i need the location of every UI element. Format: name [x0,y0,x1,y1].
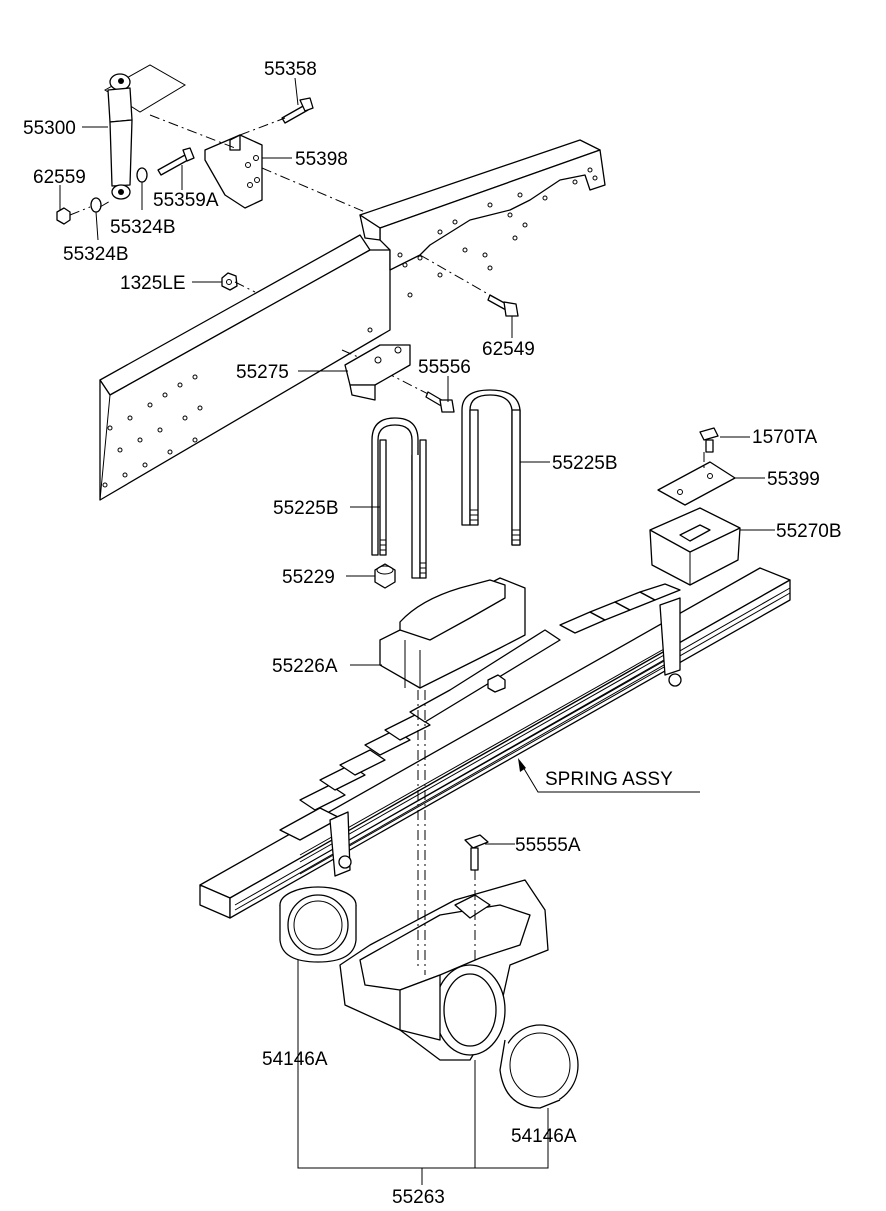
leader-lines [59,77,775,1185]
bushing-54146A-right [499,1024,579,1109]
nut-1325LE [221,272,238,291]
label-55225B-right: 55225B [552,453,618,474]
bolt-62549 [487,294,519,317]
bolt-55358 [281,97,314,124]
label-55324B-upper: 55324B [110,217,176,238]
nut-55229 [374,563,396,589]
bolt-55556 [425,391,455,413]
label-54146A-right: 54146A [511,1126,577,1147]
bracket-55398 [204,134,263,209]
label-55275: 55275 [236,362,289,383]
label-55324B-lower: 55324B [63,244,129,265]
label-1325LE: 1325LE [120,273,186,294]
label-55555A: 55555A [515,835,581,856]
frame-rail [99,139,606,501]
plate-55399 [657,461,736,506]
label-55229: 55229 [282,567,335,588]
label-55398: 55398 [295,149,348,170]
part-labels: 55358 55300 55398 62559 55359A 55324B 55… [23,59,842,1208]
label-55270B: 55270B [776,521,842,542]
leaf-spring-assy [199,567,791,919]
label-55556: 55556 [418,357,471,378]
label-62549: 62549 [482,339,535,360]
label-55359A: 55359A [153,190,219,211]
bolt-55555A [464,834,489,871]
label-62559: 62559 [33,167,86,188]
bumper-55270B [649,507,741,586]
shock-absorber-55300 [104,64,186,200]
spacer-55226A [379,577,526,689]
rail-holes [102,167,598,488]
label-55300: 55300 [23,118,76,139]
label-54146A-left: 54146A [262,1049,328,1070]
label-55226A: 55226A [272,656,338,677]
screw-1570TA [699,427,719,453]
label-1570TA: 1570TA [752,427,817,448]
label-spring-assy: SPRING ASSY [545,769,673,790]
bushing-54146A-left [279,886,357,963]
nut-62559 [56,207,71,225]
washer-55324B-lower [90,197,102,213]
u-bolt-55225B-right [461,389,521,546]
bolt-55359A [157,147,195,176]
trunnion-bracket-55263 [339,879,549,1061]
label-55399: 55399 [767,469,820,490]
bracket-55275 [344,344,411,401]
label-55263: 55263 [392,1187,445,1208]
washer-55324B-upper [136,167,148,183]
label-55358: 55358 [264,59,317,80]
label-55225B-left: 55225B [273,498,339,519]
u-bolt-55225B-left [371,417,427,579]
